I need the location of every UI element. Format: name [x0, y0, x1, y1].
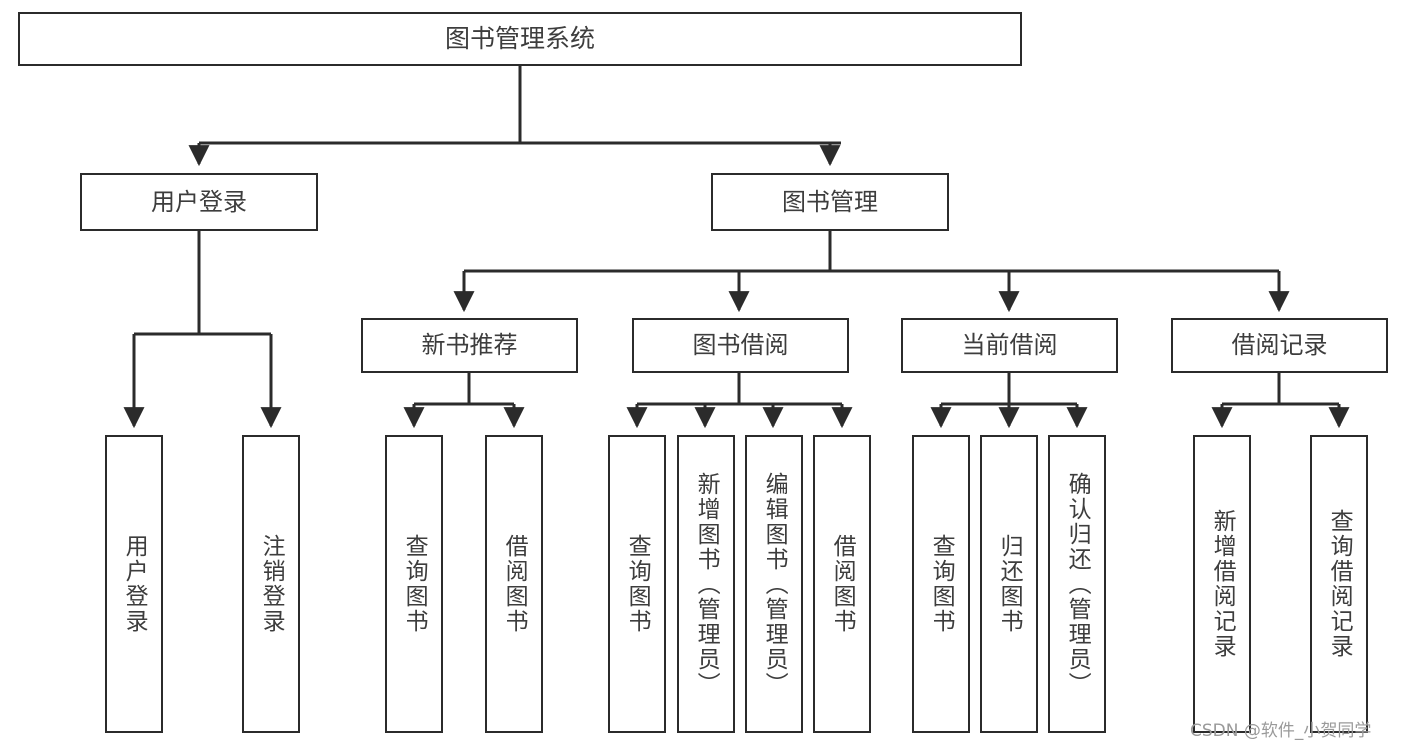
- leaf-current-borrow-confirm[interactable]: 确认归还（管理员）: [1048, 435, 1106, 733]
- leaf-book-borrow-add-label: 新增图书（管理员）: [693, 471, 720, 697]
- node-root-library-system[interactable]: 图书管理系统: [18, 12, 1022, 66]
- leaf-current-borrow-confirm-label: 确认归还（管理员）: [1064, 471, 1091, 697]
- leaf-book-borrow-edit[interactable]: 编辑图书（管理员）: [745, 435, 803, 733]
- leaf-book-borrow-borrow[interactable]: 借阅图书: [813, 435, 871, 733]
- leaf-current-borrow-return[interactable]: 归还图书: [980, 435, 1038, 733]
- node-new-book-recommend[interactable]: 新书推荐: [361, 318, 578, 373]
- leaf-borrow-records-add-label: 新增借阅记录: [1209, 509, 1236, 659]
- node-borrow-records-label: 借阅记录: [1231, 331, 1328, 360]
- leaf-borrow-records-add[interactable]: 新增借阅记录: [1193, 435, 1251, 733]
- node-new-book-recommend-label: 新书推荐: [421, 331, 518, 360]
- leaf-new-book-query[interactable]: 查询图书: [385, 435, 443, 733]
- node-book-management-label: 图书管理: [782, 187, 878, 216]
- node-user-login[interactable]: 用户登录: [80, 173, 318, 231]
- leaf-book-borrow-edit-label: 编辑图书（管理员）: [761, 471, 788, 697]
- leaf-borrow-records-query[interactable]: 查询借阅记录: [1310, 435, 1368, 733]
- leaf-book-borrow-borrow-label: 借阅图书: [829, 534, 856, 634]
- leaf-user-login-signin-label: 用户登录: [121, 534, 148, 634]
- leaf-book-borrow-add[interactable]: 新增图书（管理员）: [677, 435, 735, 733]
- node-borrow-records[interactable]: 借阅记录: [1171, 318, 1388, 373]
- leaf-new-book-borrow[interactable]: 借阅图书: [485, 435, 543, 733]
- node-book-borrow-label: 图书借阅: [692, 331, 789, 360]
- leaf-new-book-borrow-label: 借阅图书: [501, 534, 528, 634]
- node-current-borrow[interactable]: 当前借阅: [901, 318, 1118, 373]
- leaf-book-borrow-query[interactable]: 查询图书: [608, 435, 666, 733]
- leaf-borrow-records-query-label: 查询借阅记录: [1326, 509, 1353, 659]
- leaf-new-book-query-label: 查询图书: [401, 534, 428, 634]
- node-user-login-label: 用户登录: [151, 187, 247, 216]
- leaf-book-borrow-query-label: 查询图书: [624, 534, 651, 634]
- leaf-current-borrow-query-label: 查询图书: [928, 534, 955, 634]
- leaf-current-borrow-return-label: 归还图书: [996, 534, 1023, 634]
- node-book-borrow[interactable]: 图书借阅: [632, 318, 849, 373]
- leaf-user-login-signout[interactable]: 注销登录: [242, 435, 300, 733]
- node-book-management[interactable]: 图书管理: [711, 173, 949, 231]
- node-current-borrow-label: 当前借阅: [961, 331, 1058, 360]
- leaf-user-login-signout-label: 注销登录: [258, 534, 285, 634]
- node-root-label: 图书管理系统: [444, 24, 595, 54]
- leaf-current-borrow-query[interactable]: 查询图书: [912, 435, 970, 733]
- leaf-user-login-signin[interactable]: 用户登录: [105, 435, 163, 733]
